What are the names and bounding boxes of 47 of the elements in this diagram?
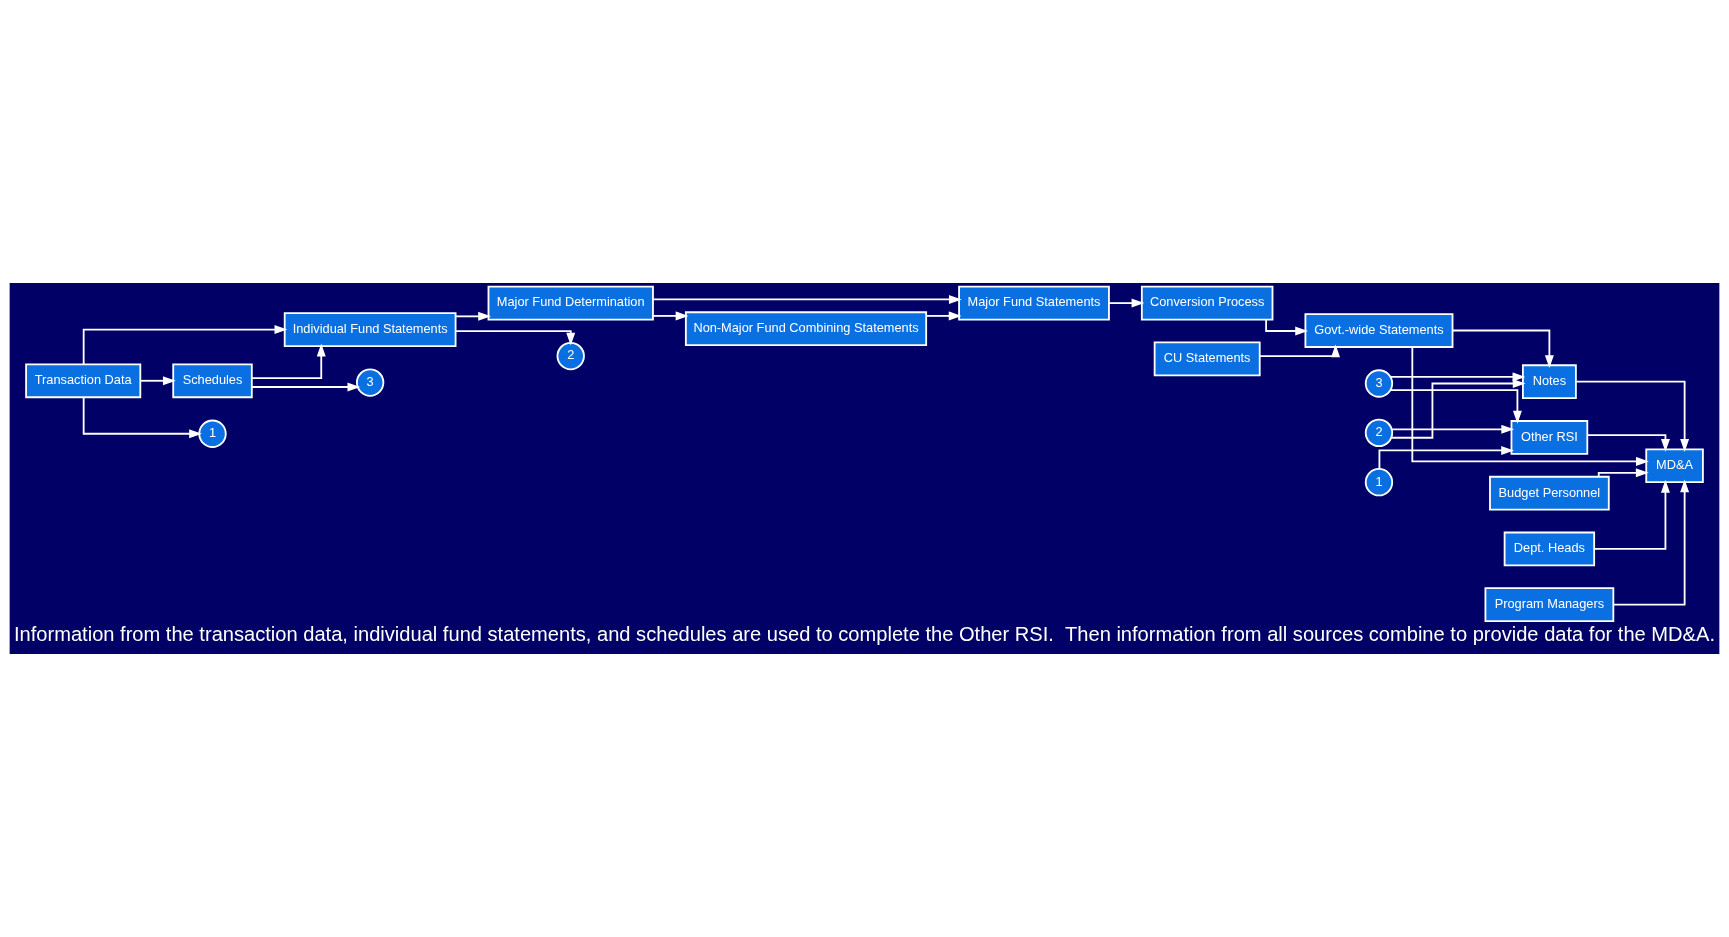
node-circle: 2 (1364, 418, 1394, 448)
arrow (454, 330, 576, 346)
arrow (1411, 346, 1649, 466)
node-box: CU Statements (1153, 341, 1261, 377)
node-box: Schedules (172, 363, 253, 399)
arrow (1378, 445, 1514, 470)
arrow (652, 311, 689, 321)
arrow (1265, 318, 1309, 336)
node-box: Non-Major Fund Combining Statements (684, 311, 928, 347)
node-circle: 2 (556, 341, 585, 371)
node-box: Program Managers (1484, 587, 1615, 622)
arrow (1258, 344, 1341, 358)
arrow (1451, 329, 1554, 368)
node-box: Transaction Data (25, 363, 142, 399)
arrow (454, 311, 491, 321)
arrow (1390, 424, 1515, 434)
node-box: Budget Personnel (1489, 475, 1610, 511)
node-box: Other RSI (1510, 420, 1589, 455)
arrow (1389, 372, 1526, 382)
arrow (1586, 434, 1670, 452)
arrow (250, 382, 361, 392)
arrow (925, 311, 962, 321)
node-box: Dept. Heads (1503, 531, 1596, 567)
node-box: Govt.-wide Statements (1304, 313, 1454, 348)
node-box: Notes (1521, 364, 1577, 400)
arrow (139, 376, 176, 386)
node-circle: 3 (1364, 369, 1394, 398)
arrow (1597, 468, 1649, 478)
caption: Information from the transaction data, individual fund statements, and schedules are used to complete the Other RSI. Then information from all sources combine to provide data for the MD&A. (13, 622, 1716, 645)
arrow (1389, 389, 1522, 424)
node-circle: 3 (355, 368, 385, 397)
node-box: Individual Fund Statements (283, 312, 457, 347)
arrow (82, 396, 202, 439)
node-box: MD&A (1645, 448, 1704, 484)
arrow (1108, 298, 1145, 308)
arrow (82, 325, 288, 366)
node-box: Conversion Process (1140, 285, 1274, 321)
arrow (1390, 379, 1526, 439)
arrow (1575, 380, 1690, 452)
arrow (1612, 479, 1690, 606)
node-circle: 1 (1364, 468, 1394, 497)
node-circle: 1 (198, 419, 227, 448)
arrow (1593, 479, 1670, 550)
node-box: Major Fund Determination (487, 285, 654, 321)
arrow (251, 343, 326, 380)
node-box: Major Fund Statements (958, 285, 1110, 321)
arrow (652, 294, 962, 304)
